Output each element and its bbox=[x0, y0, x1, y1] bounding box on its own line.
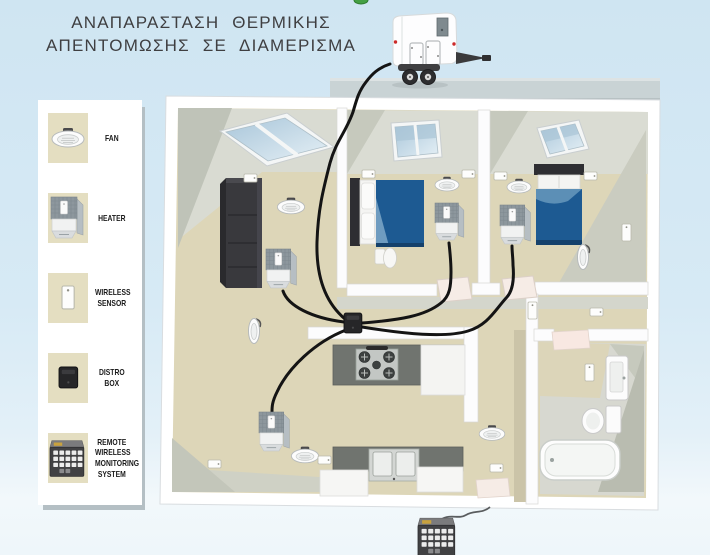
remote-monitoring-device bbox=[417, 517, 456, 555]
bedside-stool bbox=[383, 247, 397, 269]
open-door-bedroom1 bbox=[436, 276, 473, 303]
distro-box-icon bbox=[48, 353, 88, 403]
wireless-sensor bbox=[589, 307, 604, 317]
cable-bottom-heater bbox=[270, 328, 348, 414]
wall-living-bedroom1 bbox=[336, 107, 348, 289]
distro-box bbox=[343, 312, 363, 334]
power-cables bbox=[270, 62, 515, 414]
heater-bedroom2 bbox=[499, 204, 531, 245]
cable-trailer-to-distro bbox=[315, 62, 392, 321]
bed-bedroom2 bbox=[534, 164, 584, 245]
kitchen-table bbox=[319, 469, 369, 497]
legend-panel: FAN HEATER WIRELESS SENSOR DISTRO BOX RE… bbox=[38, 100, 142, 505]
legend-item-remote-monitoring: REMOTE WIRELESS MONITORING SYSTEM bbox=[48, 433, 142, 483]
title-line-2: ΑΠΕΝΤΟΜΩΣΗΣ ΣΕ ΔΙΑΜΕΡΙΣΜΑ bbox=[45, 35, 357, 55]
kitchen-right-wall bbox=[463, 326, 479, 423]
legend-label: WIRELESS SENSOR bbox=[95, 287, 131, 308]
bathroom-top-wall bbox=[533, 328, 555, 342]
apartment bbox=[159, 95, 661, 511]
legend-label: FAN bbox=[105, 132, 119, 143]
sink-basin bbox=[372, 451, 393, 477]
skylight-living-room bbox=[218, 112, 336, 167]
toilet bbox=[581, 405, 622, 434]
bathroom-left-wall bbox=[525, 293, 539, 505]
wall-bedroom1-bedroom2 bbox=[477, 109, 491, 289]
legend-item-distro-box: DISTRO BOX bbox=[48, 353, 142, 403]
cable-bedroom2-heater bbox=[360, 244, 515, 337]
heater-bedroom1 bbox=[434, 202, 465, 241]
remote-monitoring-icon bbox=[48, 433, 88, 483]
kitchen-sink-counter bbox=[319, 446, 464, 497]
wireless-sensor bbox=[243, 173, 258, 183]
hallway-wall bbox=[346, 281, 649, 297]
kitchen-table bbox=[416, 466, 464, 493]
cable-bedroom1-heater bbox=[360, 241, 453, 325]
tail-light-right bbox=[452, 42, 456, 46]
skylight-bedroom1 bbox=[390, 119, 443, 162]
wireless-sensor bbox=[361, 169, 376, 179]
wireless-sensor-icon bbox=[48, 273, 88, 323]
wireless-sensor bbox=[207, 459, 222, 469]
corridor-mat bbox=[475, 477, 511, 499]
diagram-title: ΑΝΑΠΑΡΑΣΤΑΣΗ ΘΕΡΜΙΚΗΣ ΑΠΕΝΤΟΜΩΣΗΣ ΣΕ ΔΙΑ… bbox=[40, 12, 362, 58]
bathroom-door-mat bbox=[551, 329, 591, 351]
legend-item-heater: HEATER bbox=[48, 193, 142, 243]
trailer-fender bbox=[398, 64, 440, 71]
wireless-sensor bbox=[583, 171, 598, 181]
wireless-sensor bbox=[584, 363, 595, 382]
skylight-bedroom2 bbox=[536, 119, 590, 159]
kitchen-counter-stove bbox=[332, 344, 466, 396]
wireless-sensor bbox=[621, 223, 632, 242]
trailer-wheel bbox=[420, 69, 436, 85]
bathroom-top-wall bbox=[587, 328, 649, 342]
tail-light-left bbox=[393, 40, 398, 44]
wireless-sensor bbox=[317, 455, 332, 465]
trailer-hitch bbox=[456, 52, 486, 64]
legend-label: HEATER bbox=[98, 212, 126, 223]
heater-living-room-lower bbox=[258, 411, 290, 452]
legend-label: DISTRO BOX bbox=[98, 367, 125, 388]
legend-item-wireless-sensor: WIRELESS SENSOR bbox=[48, 273, 142, 323]
sink-basin bbox=[395, 451, 416, 477]
legend-item-fan: FAN bbox=[48, 113, 142, 163]
bathtub bbox=[539, 439, 621, 481]
cable-living-heater bbox=[281, 289, 346, 324]
wireless-sensor bbox=[461, 169, 476, 179]
trailer-vent bbox=[436, 17, 449, 37]
partial-logo bbox=[353, 0, 369, 5]
legend-label: REMOTE WIRELESS MONITORING SYSTEM bbox=[95, 436, 140, 479]
bed-bedroom1 bbox=[350, 178, 424, 269]
heat-treatment-trailer bbox=[392, 12, 491, 89]
heater-living-room bbox=[265, 248, 297, 289]
remote-antenna-cable bbox=[437, 506, 491, 523]
trailer-wheel bbox=[402, 69, 418, 85]
wireless-sensor bbox=[493, 171, 508, 181]
wardrobe bbox=[220, 178, 262, 288]
wireless-sensor bbox=[527, 301, 538, 320]
bathroom-sink bbox=[605, 355, 629, 401]
fan-icon bbox=[48, 113, 88, 163]
title-line-1: ΑΝΑΠΑΡΑΣΤΑΣΗ ΘΕΡΜΙΚΗΣ bbox=[71, 13, 331, 32]
heater-icon bbox=[48, 193, 88, 243]
wireless-sensor bbox=[489, 463, 504, 473]
